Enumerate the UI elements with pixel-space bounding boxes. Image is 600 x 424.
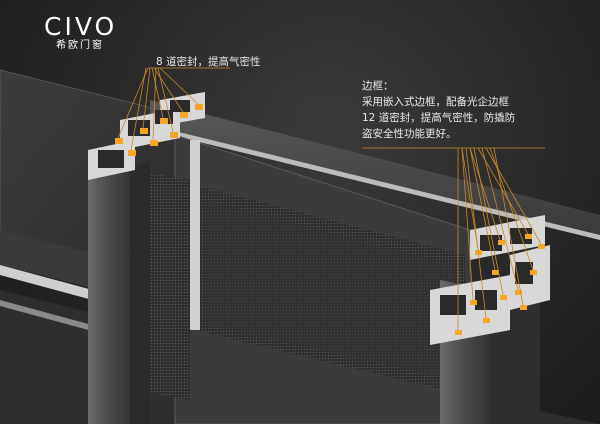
left-post-inner bbox=[130, 160, 150, 424]
top-frame-edge bbox=[150, 125, 600, 240]
logo-subtitle: 希欧门窗 bbox=[56, 40, 104, 51]
top-leader-lines bbox=[117, 67, 230, 151]
top-profile-cross-section bbox=[88, 92, 205, 180]
right-profile-cross-section bbox=[430, 215, 550, 345]
frame-callout-line1: 采用嵌入式边框，配备光企边框 bbox=[362, 96, 509, 108]
frame-callout-line3: 盗安全性功能更好。 bbox=[362, 128, 457, 140]
frame-callout: 边框： 采用嵌入式边框，配备光企边框 12 道密封，提高气密性，防撬防 盗安全性… bbox=[362, 78, 515, 142]
sash-glass bbox=[205, 200, 455, 380]
frame-callout-line2: 12 道密封，提高气密性，防撬防 bbox=[362, 112, 516, 124]
logo-wordmark: CIVO bbox=[44, 12, 118, 41]
left-post-highlight bbox=[190, 140, 200, 330]
frame-callout-title: 边框： bbox=[362, 80, 394, 92]
left-vertical-post bbox=[88, 160, 130, 424]
brand-logo: CIVO 希欧门窗 bbox=[44, 14, 117, 52]
right-leader-lines bbox=[362, 147, 545, 330]
top-seal-callout: 8 道密封，提高气密性 bbox=[156, 54, 261, 70]
left-silver-strip bbox=[0, 265, 100, 302]
left-frame-rail bbox=[0, 230, 100, 290]
top-callout-text: 8 道密封，提高气密性 bbox=[156, 56, 261, 68]
